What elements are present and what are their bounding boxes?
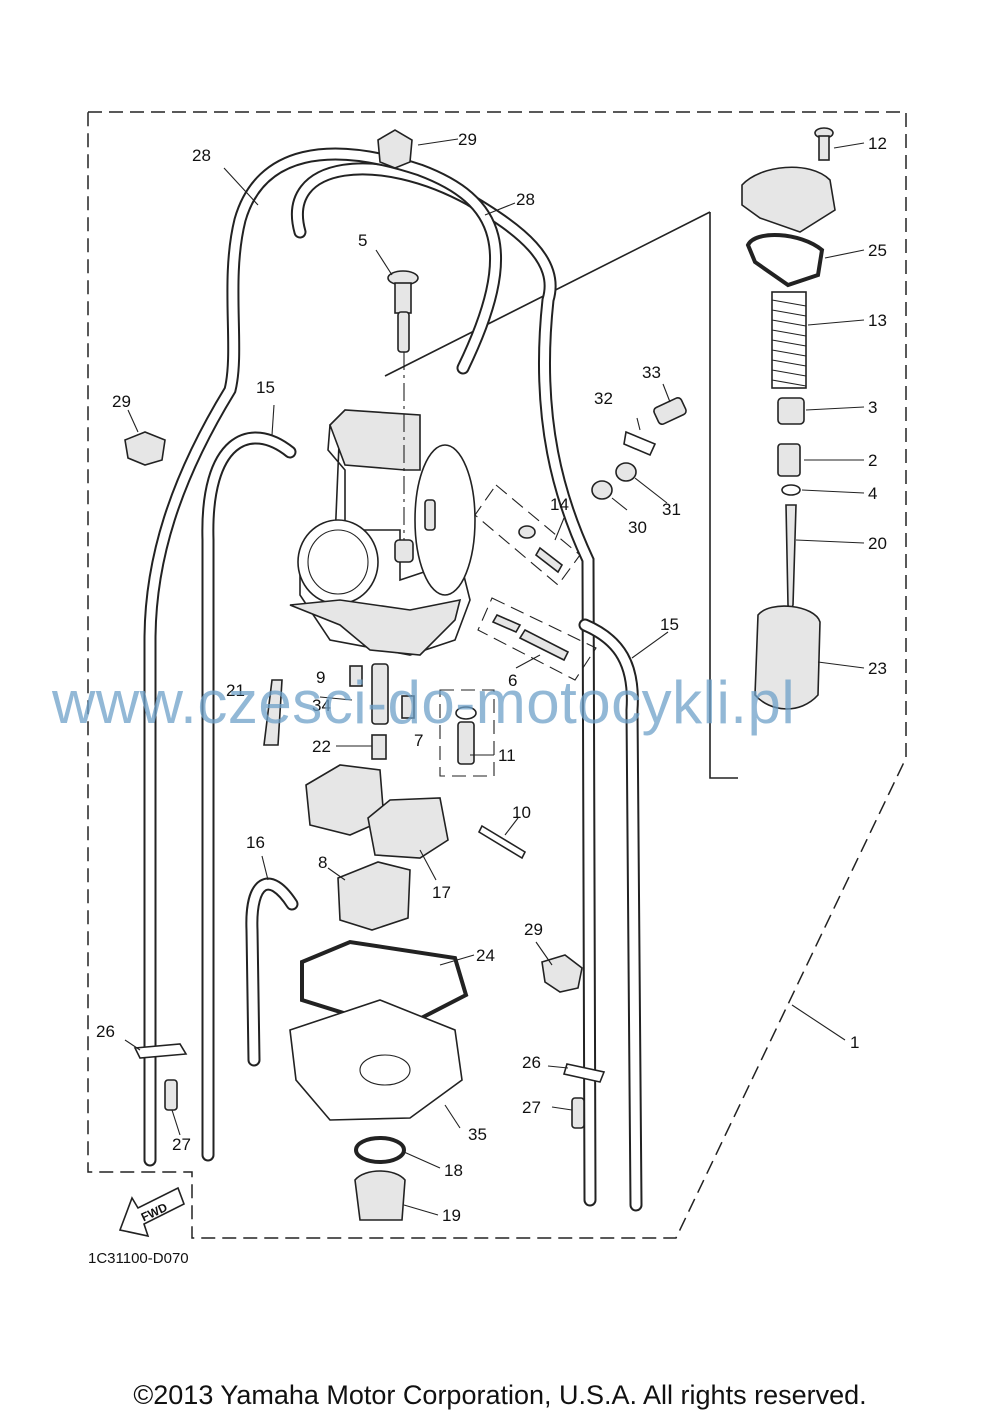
part-7-jet bbox=[401, 695, 415, 719]
callout-7: 7 bbox=[414, 731, 423, 750]
callout-29-left: 29 bbox=[112, 392, 131, 411]
part-12-screw bbox=[814, 127, 834, 161]
callout-3: 3 bbox=[868, 398, 877, 417]
hose-16 bbox=[245, 877, 299, 1067]
vent-hose-28 bbox=[143, 147, 597, 1207]
part-31 bbox=[615, 462, 637, 482]
callout-13: 13 bbox=[868, 311, 887, 330]
callout-24: 24 bbox=[476, 946, 495, 965]
callout-12: 12 bbox=[868, 134, 887, 153]
holder-26-right bbox=[562, 1063, 606, 1083]
callout-9: 9 bbox=[316, 668, 325, 687]
callout-30: 30 bbox=[628, 518, 647, 537]
part-33-bolt bbox=[653, 397, 687, 425]
part-17-float-b bbox=[367, 797, 449, 859]
callout-10: 10 bbox=[512, 803, 531, 822]
part-35-float-bowl bbox=[289, 999, 463, 1121]
callout-labels: 1 2 3 4 5 6 7 8 9 10 11 12 13 14 15 15 1… bbox=[96, 130, 887, 1225]
part-3-seat bbox=[777, 397, 805, 425]
callout-22: 22 bbox=[312, 737, 331, 756]
part-18-o-ring bbox=[354, 1136, 406, 1164]
callout-5: 5 bbox=[358, 231, 367, 250]
watermark-text: www.czesci-do-motocykli.pl bbox=[52, 669, 796, 736]
callout-8: 8 bbox=[318, 853, 327, 872]
clamp-29-top bbox=[377, 129, 413, 169]
part-22-jet bbox=[371, 734, 387, 760]
callout-27-right: 27 bbox=[522, 1098, 541, 1117]
callout-32: 32 bbox=[594, 389, 613, 408]
part-20-needle bbox=[785, 504, 797, 615]
callout-14: 14 bbox=[550, 495, 569, 514]
part-11-needle-valve bbox=[439, 689, 495, 777]
callout-25: 25 bbox=[868, 241, 887, 260]
callout-6: 6 bbox=[508, 671, 517, 690]
callout-18: 18 bbox=[444, 1161, 463, 1180]
part-5-screw bbox=[387, 270, 419, 540]
hose-15-right bbox=[578, 618, 643, 1212]
hose-15-left bbox=[201, 431, 297, 1162]
clamp-29-right bbox=[541, 954, 583, 993]
fwd-label: FWD bbox=[139, 1200, 170, 1224]
callout-29-top: 29 bbox=[458, 130, 477, 149]
part-top-cover bbox=[741, 166, 836, 233]
callout-28-left: 28 bbox=[192, 146, 211, 165]
clamp-29-left bbox=[124, 431, 166, 466]
part-13-spring bbox=[771, 291, 807, 389]
callout-11: 11 bbox=[498, 746, 516, 765]
callout-29-right: 29 bbox=[524, 920, 543, 939]
drawing-code: 1C31100-D070 bbox=[88, 1250, 189, 1267]
copyright-notice: ©2013 Yamaha Motor Corporation, U.S.A. A… bbox=[133, 1380, 867, 1410]
part-23-throttle-slide bbox=[754, 605, 821, 710]
callout-28-right: 28 bbox=[516, 190, 535, 209]
callout-21: 21 bbox=[226, 681, 245, 700]
carburetor-body bbox=[289, 409, 476, 656]
part-2-clip-holder bbox=[777, 443, 801, 477]
part-9-jet bbox=[349, 665, 363, 687]
part-19-drain-plug bbox=[354, 1170, 406, 1221]
part-10-pin bbox=[477, 824, 527, 860]
callout-15-right: 15 bbox=[660, 615, 679, 634]
part-4-clip bbox=[781, 484, 801, 496]
callout-34: 34 bbox=[312, 696, 331, 715]
callout-15-left: 15 bbox=[256, 378, 275, 397]
callout-17: 17 bbox=[432, 883, 451, 902]
callout-35: 35 bbox=[468, 1125, 487, 1144]
screw-27-left bbox=[164, 1079, 178, 1111]
callout-33: 33 bbox=[642, 363, 661, 382]
part-32-plate bbox=[623, 430, 657, 457]
holder-26-left bbox=[133, 1043, 188, 1059]
callout-23: 23 bbox=[868, 659, 887, 678]
leader-lines bbox=[124, 138, 865, 1216]
callout-16: 16 bbox=[246, 833, 265, 852]
callout-26-right: 26 bbox=[522, 1053, 541, 1072]
screw-27-right bbox=[571, 1097, 585, 1129]
part-8-valve bbox=[337, 861, 411, 931]
callout-19: 19 bbox=[442, 1206, 461, 1225]
callout-20: 20 bbox=[868, 534, 887, 553]
callout-4: 4 bbox=[868, 484, 877, 503]
callout-27-left: 27 bbox=[172, 1135, 191, 1154]
assembly-boundary bbox=[87, 111, 907, 1239]
fwd-arrow: FWD bbox=[118, 1186, 186, 1238]
part-24-gasket bbox=[300, 939, 469, 1033]
callout-1: 1 bbox=[850, 1033, 859, 1052]
part-6-screw-set bbox=[477, 597, 597, 681]
callout-2: 2 bbox=[868, 451, 877, 470]
part-30 bbox=[591, 480, 613, 500]
part-34-needle-jet bbox=[371, 663, 389, 725]
part-25-gasket bbox=[745, 233, 825, 288]
callout-26-left: 26 bbox=[96, 1022, 115, 1041]
part-21-screw bbox=[263, 679, 283, 746]
callout-31: 31 bbox=[662, 500, 681, 519]
part-14-screw-set bbox=[474, 484, 581, 586]
